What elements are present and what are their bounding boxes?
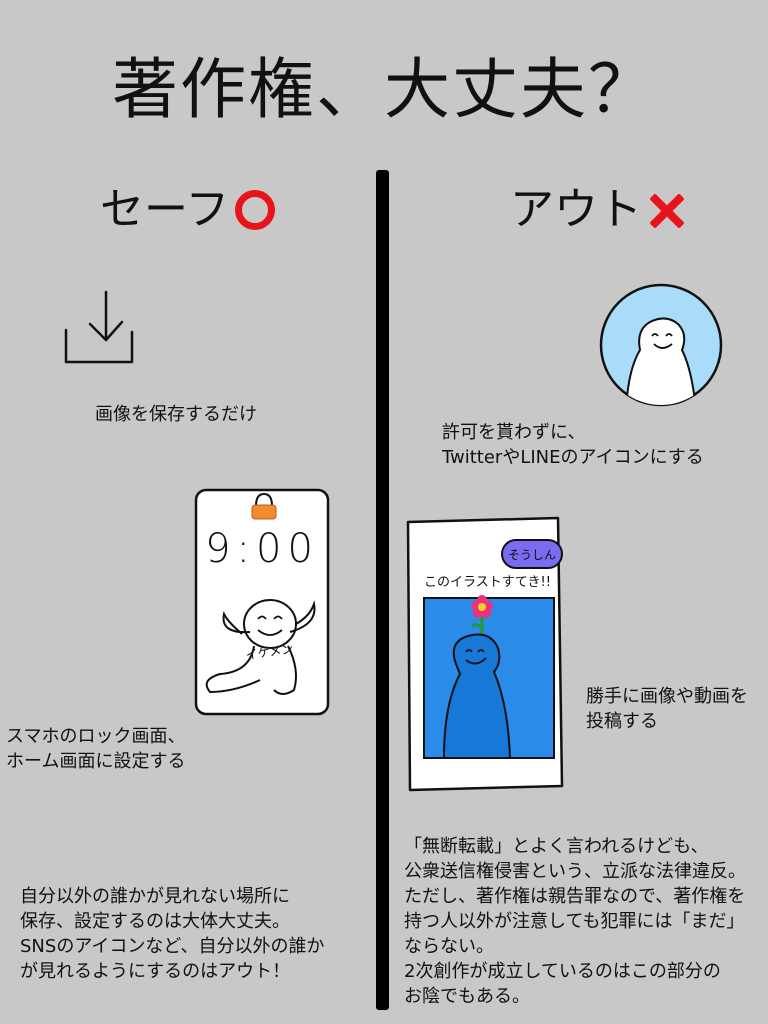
avatar-icon [599, 283, 723, 407]
red-circle-icon [235, 190, 276, 230]
download-icon [64, 290, 134, 364]
safe-item2-caption: スマホのロック画面、 ホーム画面に設定する [6, 726, 186, 772]
flower-icon [471, 595, 493, 618]
out-heading: アウト [510, 180, 686, 240]
safe-item1-caption: 画像を保存するだけ [95, 404, 257, 425]
page-title: 著作権、大丈夫？ [112, 51, 656, 128]
safe-heading: セーフ [100, 180, 276, 240]
post-bubble-text: そうしん [508, 548, 556, 562]
center-divider [376, 170, 389, 1010]
post-text: このイラストすてき!! [424, 575, 551, 590]
red-cross-icon [646, 190, 686, 230]
safe-summary: 自分以外の誰かが見れない場所に 保存、設定するのは大体大丈夫。 SNSのアイコン… [20, 886, 325, 982]
out-item1-caption: 許可を貰わずに、 TwitterやLINEのアイコンにする [442, 422, 704, 468]
out-heading-label: アウト [510, 184, 642, 235]
out-item2-caption: 勝手に画像や動画を 投稿する [586, 686, 748, 732]
phone-face-text: イケメン [245, 642, 294, 662]
phone-time: 9:00 [205, 526, 319, 572]
safe-heading-label: セーフ [100, 184, 230, 235]
phone-lockscreen-illustration: 9:00 イケメン [194, 488, 330, 716]
lock-icon [255, 492, 273, 507]
post-illustration: そうしん このイラストすてき!! [406, 516, 564, 792]
out-summary: 「無断転載」とよく言われるけども、 公衆送信権侵害という、立派な法律違反。 ただ… [404, 836, 746, 1007]
